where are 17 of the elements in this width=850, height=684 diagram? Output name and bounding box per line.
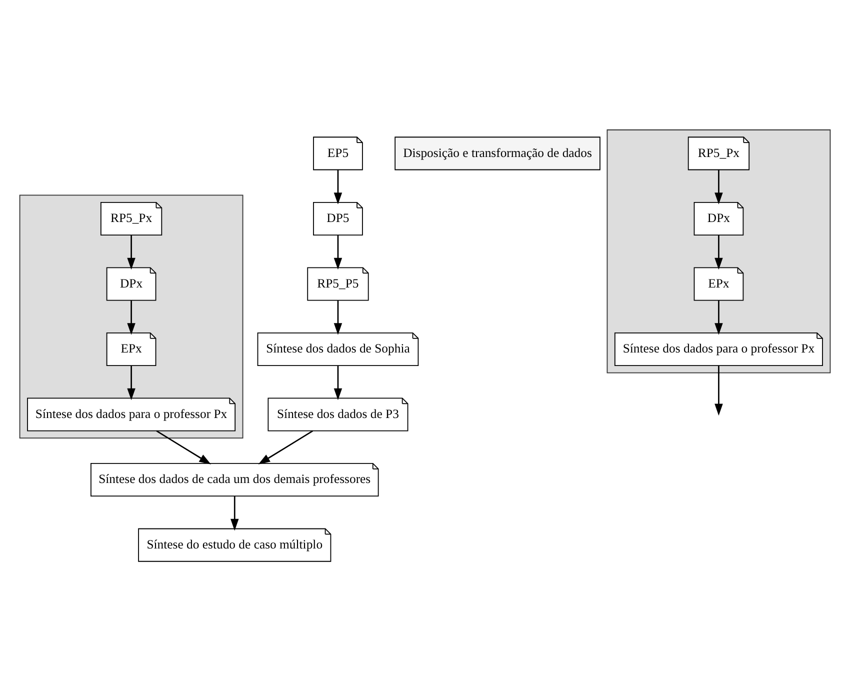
arrow xyxy=(127,235,136,270)
arrow xyxy=(334,170,342,204)
cluster xyxy=(19,194,244,439)
arrow xyxy=(334,366,342,400)
node-box: Disposição e transformação de dados xyxy=(394,136,600,170)
arrow xyxy=(156,430,212,464)
arrow xyxy=(334,300,342,335)
arrow xyxy=(714,235,723,270)
arrow xyxy=(714,170,723,204)
arrow xyxy=(258,430,314,464)
arrow xyxy=(127,300,136,335)
arrow xyxy=(127,366,136,400)
arrow xyxy=(230,496,239,531)
arrow xyxy=(334,235,342,270)
arrow xyxy=(714,366,723,416)
arrow xyxy=(714,300,723,335)
cluster xyxy=(606,129,831,374)
